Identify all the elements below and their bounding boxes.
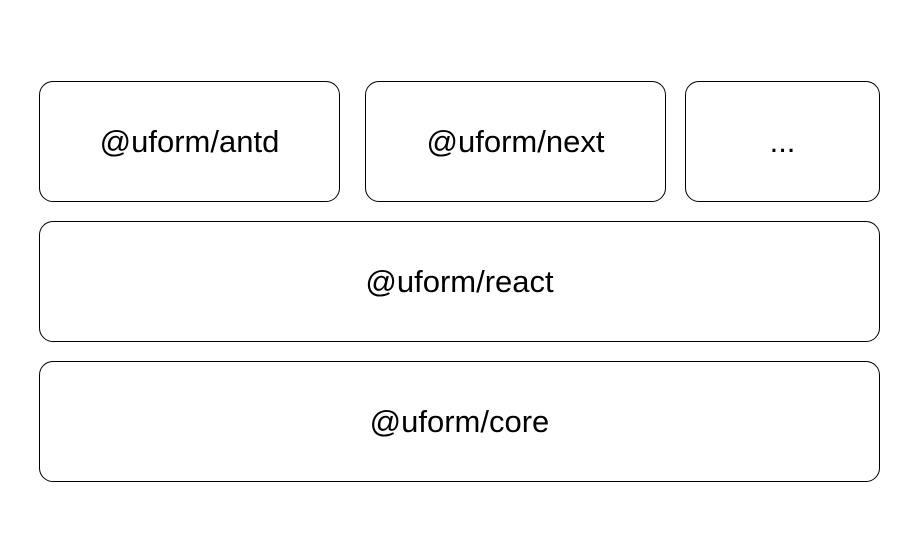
- package-box-core: @uform/core: [39, 361, 880, 482]
- package-box-next: @uform/next: [365, 81, 666, 202]
- package-box-more: ...: [685, 81, 880, 202]
- package-label-antd: @uform/antd: [99, 123, 280, 159]
- package-label-core: @uform/core: [369, 403, 550, 439]
- package-label-react: @uform/react: [365, 263, 554, 299]
- package-box-antd: @uform/antd: [39, 81, 340, 202]
- package-box-react: @uform/react: [39, 221, 880, 342]
- package-label-next: @uform/next: [426, 123, 605, 159]
- package-label-more: ...: [769, 123, 796, 159]
